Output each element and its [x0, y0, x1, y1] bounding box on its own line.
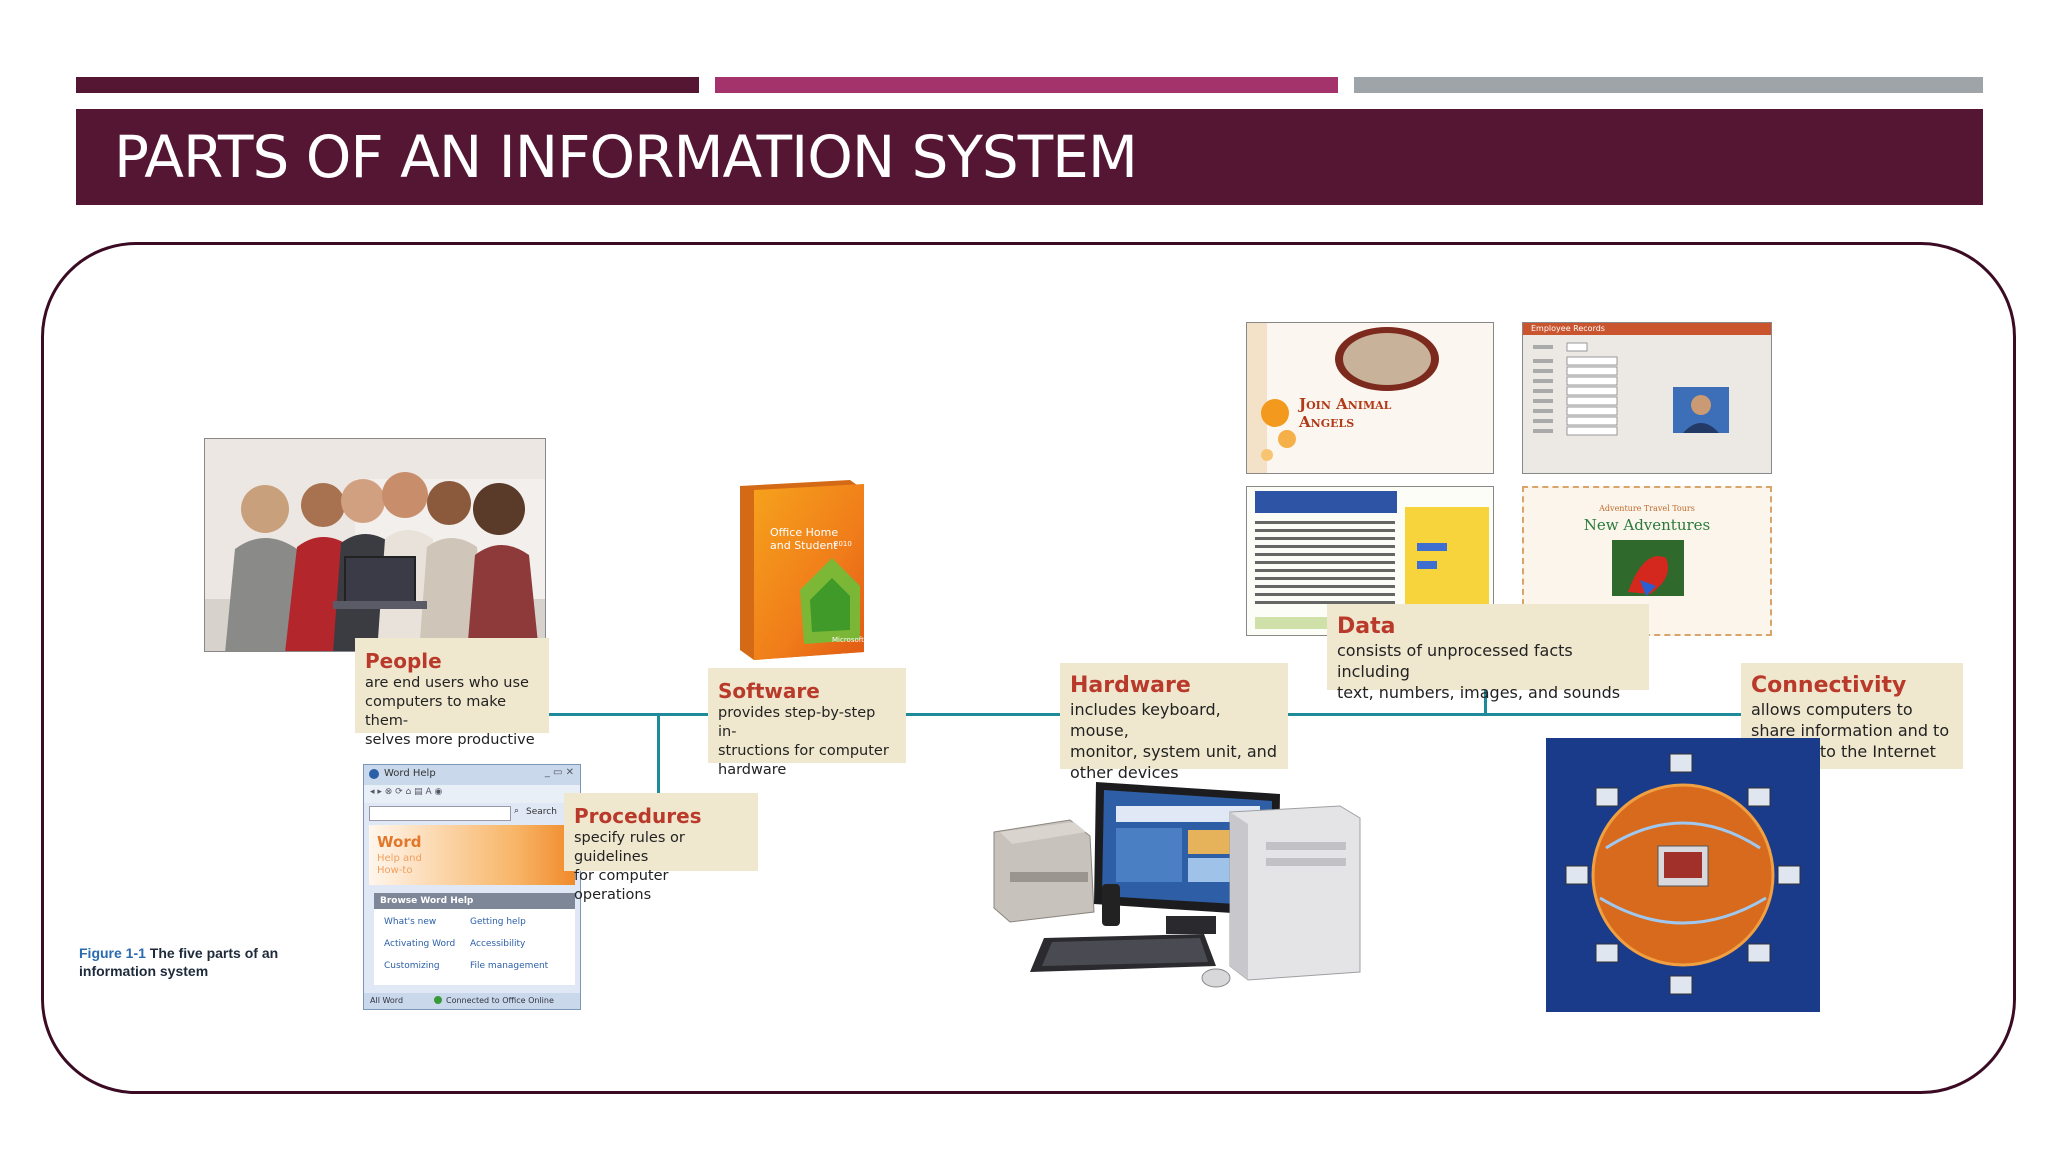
hardware-callout: Hardware includes keyboard, mouse, monit… — [1060, 663, 1288, 769]
globe-icon — [434, 996, 442, 1004]
procedures-callout: Procedures specify rules or guidelines f… — [564, 793, 758, 871]
title-band: PARTS OF AN INFORMATION SYSTEM — [76, 109, 1983, 205]
procedures-text-line-1: specify rules or guidelines — [574, 829, 748, 867]
people-callout: People are end users who use computers t… — [355, 638, 549, 733]
word-help-banner-3: How-to — [377, 865, 412, 876]
link-accessibility: Accessibility — [470, 939, 525, 949]
connectivity-globe-image — [1546, 738, 1820, 1012]
data-text-line-1: consists of unprocessed facts including — [1337, 640, 1639, 682]
people-text-line-3: selves more productive — [365, 731, 539, 750]
office-box-brand: Microsoft — [832, 636, 864, 644]
word-help-banner: Word Help and How-to — [369, 825, 575, 885]
form-fields-illustration — [1523, 335, 1772, 474]
word-help-toolbar: ◂ ▸ ⊗ ⟳ ⌂ ▤ A ◉ — [364, 785, 580, 803]
word-help-status-2: Connected to Office Online — [446, 996, 554, 1005]
figure-number: Figure 1-1 — [79, 945, 146, 961]
hardware-illustration — [990, 772, 1370, 996]
office-box-line-1: Office Home — [770, 526, 838, 539]
connector-procedures — [657, 713, 660, 794]
people-photo — [204, 438, 546, 652]
figure-caption: Figure 1-1 The five parts of an informat… — [79, 944, 309, 980]
link-activating-word: Activating Word — [384, 939, 455, 949]
office-box-illustration — [740, 480, 874, 660]
word-help-statusbar: All Word Connected to Office Online — [364, 993, 580, 1009]
word-help-browse-header: Browse Word Help — [374, 893, 575, 909]
window-controls-icon: _ ▭ ✕ — [545, 767, 574, 778]
word-help-title: Word Help — [384, 768, 436, 779]
computer-hardware-illustration — [990, 772, 1370, 996]
link-file-management: File management — [470, 961, 548, 971]
word-help-titlebar: Word Help _ ▭ ✕ — [364, 765, 580, 785]
link-customizing: Customizing — [384, 961, 440, 971]
word-help-links: What's new Getting help Activating Word … — [374, 909, 575, 985]
accent-bar-1 — [76, 77, 699, 93]
people-group-illustration — [205, 439, 546, 652]
software-text-line-2: structions for computer — [718, 742, 896, 761]
software-text-line-1: provides step-by-step in- — [718, 704, 896, 742]
software-heading: Software — [718, 678, 896, 704]
hardware-heading: Hardware — [1070, 673, 1278, 699]
software-text-line-3: hardware — [718, 761, 896, 780]
word-help-search-row: ⌕ Search — [364, 803, 580, 823]
word-help-banner-1: Word — [377, 833, 421, 851]
procedures-heading: Procedures — [574, 803, 748, 829]
people-heading: People — [365, 648, 539, 674]
word-help-banner-2: Help and — [377, 853, 422, 864]
accent-bar-3 — [1354, 77, 1983, 93]
data-callout: Data consists of unprocessed facts inclu… — [1327, 604, 1649, 690]
office-box-year: 2010 — [834, 540, 852, 548]
toolbar-nav-icons: ◂ ▸ ⊗ ⟳ ⌂ ▤ A ◉ — [370, 787, 442, 797]
software-callout: Software provides step-by-step in- struc… — [708, 668, 906, 763]
word-help-status-1: All Word — [370, 996, 403, 1005]
accent-bar-2 — [715, 77, 1338, 93]
link-getting-help: Getting help — [470, 917, 526, 927]
people-text-line-1: are end users who use — [365, 674, 539, 693]
flyer-line-1: Join Animal — [1299, 395, 1391, 413]
hardware-text-line-2: monitor, system unit, and — [1070, 741, 1278, 762]
word-help-icon — [369, 769, 379, 779]
search-icon: ⌕ — [514, 806, 519, 816]
word-help-search-box — [369, 806, 511, 821]
connectivity-text-line-1: allows computers to — [1751, 699, 1953, 720]
slide-title: PARTS OF AN INFORMATION SYSTEM — [114, 123, 1137, 191]
globe-network-illustration — [1546, 738, 1820, 1012]
procedures-text-line-2: for computer operations — [574, 867, 748, 905]
word-help-search-label: Search — [526, 807, 557, 817]
form-titlebar: Employee Records — [1523, 323, 1771, 335]
office-box-line-2: and Student — [770, 539, 838, 552]
flyer-thumbnail: Join Animal Angels — [1246, 322, 1494, 474]
people-text-line-2: computers to make them- — [365, 693, 539, 731]
data-text-line-2: text, numbers, images, and sounds — [1337, 682, 1639, 703]
connectivity-heading: Connectivity — [1751, 673, 1953, 699]
flyer-line-2: Angels — [1299, 413, 1354, 431]
employee-form-thumbnail: Employee Records — [1522, 322, 1772, 474]
link-whats-new: What's new — [384, 917, 436, 927]
word-help-window: Word Help _ ▭ ✕ ◂ ▸ ⊗ ⟳ ⌂ ▤ A ◉ ⌕ Search… — [363, 764, 581, 1010]
data-heading: Data — [1337, 614, 1639, 640]
hardware-text-line-1: includes keyboard, mouse, — [1070, 699, 1278, 741]
form-title: Employee Records — [1531, 324, 1605, 333]
office-software-box: Office Home and Student 2010 Microsoft — [740, 480, 874, 660]
